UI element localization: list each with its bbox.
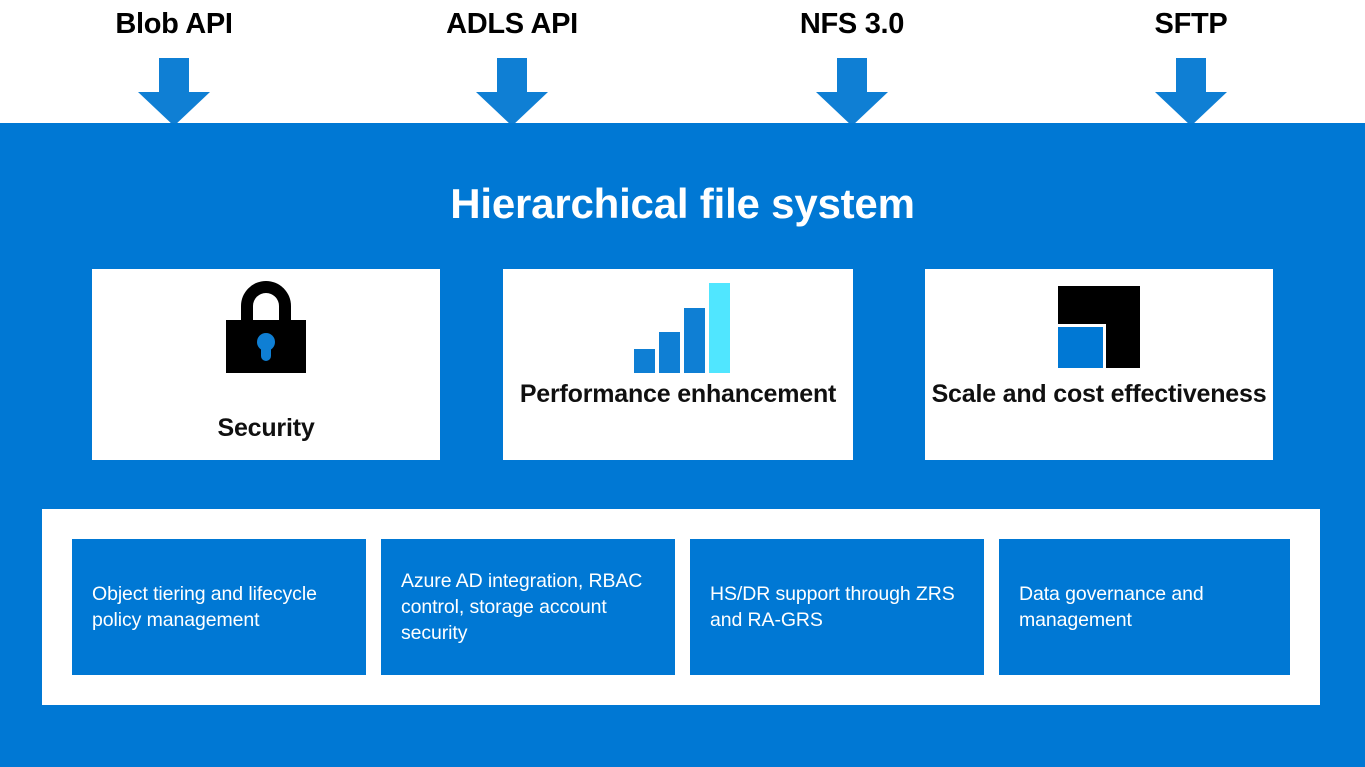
scale-block-top — [1058, 286, 1140, 324]
chart-bar-highlight — [709, 283, 730, 373]
feature-label: Security — [217, 414, 315, 442]
feature-icon-slot — [925, 277, 1273, 377]
detail-box-azure-ad: Azure AD integration, RBAC control, stor… — [381, 539, 675, 675]
scale-block-right — [1106, 324, 1140, 368]
bar-chart-icon — [628, 281, 730, 373]
detail-box-object-tiering: Object tiering and lifecycle policy mana… — [72, 539, 366, 675]
api-label: ADLS API — [446, 8, 578, 40]
feature-card-security: Security — [92, 269, 440, 460]
feature-icon-slot — [503, 277, 853, 377]
api-entry-blob: Blob API — [64, 0, 284, 126]
detail-panel: Object tiering and lifecycle policy mana… — [42, 509, 1320, 705]
detail-text: HS/DR support through ZRS and RA-GRS — [710, 583, 955, 631]
detail-text: Azure AD integration, RBAC control, stor… — [401, 570, 643, 644]
hierarchical-file-system-panel: Hierarchical file system Security — [0, 123, 1365, 767]
lock-icon — [224, 281, 308, 373]
lock-keyhole-stem — [261, 341, 271, 361]
api-entry-sftp: SFTP — [1081, 0, 1301, 126]
arrow-shaft — [497, 58, 527, 94]
api-label: SFTP — [1154, 8, 1228, 40]
scale-blocks-icon — [1058, 286, 1140, 368]
feature-card-performance: Performance enhancement — [503, 269, 853, 460]
chart-bar — [659, 332, 680, 373]
api-entry-adls: ADLS API — [402, 0, 622, 126]
arrow-shaft — [1176, 58, 1206, 94]
detail-box-hs-dr: HS/DR support through ZRS and RA-GRS — [690, 539, 984, 675]
arrow-shaft — [837, 58, 867, 94]
detail-text: Object tiering and lifecycle policy mana… — [92, 583, 317, 631]
down-arrow-icon — [476, 58, 548, 126]
arrow-shaft — [159, 58, 189, 94]
arrow-head — [1155, 92, 1227, 126]
lock-shackle — [241, 281, 291, 331]
detail-box-data-governance: Data governance and management — [999, 539, 1290, 675]
scale-block-accent — [1058, 327, 1103, 368]
down-arrow-icon — [816, 58, 888, 126]
feature-card-row: Security Performance enhancement — [92, 269, 1273, 460]
feature-card-scale: Scale and cost effectiveness — [925, 269, 1273, 460]
detail-text: Data governance and management — [1019, 583, 1204, 631]
arrow-head — [138, 92, 210, 126]
down-arrow-icon — [138, 58, 210, 126]
chart-bar — [634, 349, 655, 373]
chart-bar — [684, 308, 705, 373]
api-label: NFS 3.0 — [799, 8, 905, 40]
arrow-head — [816, 92, 888, 126]
feature-icon-slot — [92, 277, 440, 377]
feature-label: Scale and cost effectiveness — [931, 380, 1267, 408]
api-entry-nfs: NFS 3.0 — [742, 0, 962, 126]
api-label: Blob API — [115, 8, 233, 40]
api-band: Blob API ADLS API NFS 3.0 SFTP — [0, 0, 1365, 126]
down-arrow-icon — [1155, 58, 1227, 126]
feature-label: Performance enhancement — [519, 380, 837, 408]
arrow-head — [476, 92, 548, 126]
page-title: Hierarchical file system — [450, 180, 915, 227]
